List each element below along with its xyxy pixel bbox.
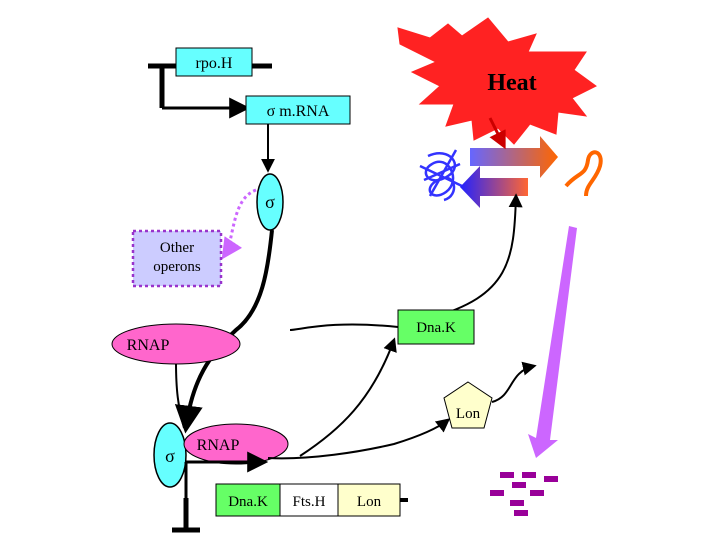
operon-gene-dnak: Dna.K: [215, 483, 281, 517]
sigma-protein: σ: [256, 173, 284, 231]
sigma-protein-label: σ: [265, 192, 275, 212]
lon-protein-label: Lon: [456, 406, 481, 422]
folding-arrow-top: [470, 136, 558, 178]
operon-gene-ftsh: Fts.H: [279, 483, 339, 517]
other-operons-label-2: operons: [153, 259, 201, 275]
dnak-protein-label: Dna.K: [416, 320, 456, 336]
other-operons-box: Other operons: [131, 229, 223, 288]
rpoh-gene-box: rpo.H: [175, 47, 253, 77]
heat-arrow: [488, 117, 506, 150]
dnak-to-folding-arrow: [429, 193, 523, 319]
operon-gene-ftsh-label: Fts.H: [293, 494, 326, 510]
heat-burst: Heat: [397, 17, 597, 145]
holoenzyme-sigma-label: σ: [165, 446, 175, 466]
sigma-mrna-box: σ m.RNA: [245, 95, 351, 125]
lon-protein: Lon: [443, 381, 493, 429]
other-operons-arrow: [221, 188, 257, 260]
transcription-to-dnak-arrow: [299, 337, 397, 457]
tangled-protein-icon: [419, 149, 463, 202]
peptide-fragments: [490, 472, 558, 516]
operon-gene-dnak-label: Dna.K: [228, 494, 268, 510]
rpoh-gene-label: rpo.H: [196, 55, 233, 72]
rnap-free-label: RNAP: [127, 337, 170, 354]
heat-shock-operon-line: [172, 451, 408, 533]
folding-arrow-bottom: [460, 166, 528, 208]
rpoh-gene-line: [148, 63, 272, 119]
holoenzyme: σ RNAP: [153, 422, 289, 488]
operon-gene-lon-label: Lon: [357, 494, 382, 510]
holoenzyme-rnap-label: RNAP: [197, 437, 240, 454]
degradation-arrow: [528, 226, 577, 458]
folded-protein-icon: [564, 150, 603, 197]
rnap-to-holoenzyme-line: [175, 361, 185, 429]
heat-label: Heat: [487, 70, 536, 96]
dnak-sigma-interaction: [289, 323, 399, 331]
other-operons-label-1: Other: [160, 240, 194, 256]
operon-gene-lon: Lon: [337, 483, 401, 517]
dnak-protein-box: Dna.K: [397, 309, 475, 345]
transcription-to-lon-arrow: [267, 418, 451, 460]
sigma-mrna-label: σ m.RNA: [267, 103, 330, 120]
sigma-to-holoenzyme-line: [174, 229, 274, 434]
lon-to-degradation-arrow: [491, 361, 537, 403]
rnap-free: RNAP: [111, 323, 241, 365]
